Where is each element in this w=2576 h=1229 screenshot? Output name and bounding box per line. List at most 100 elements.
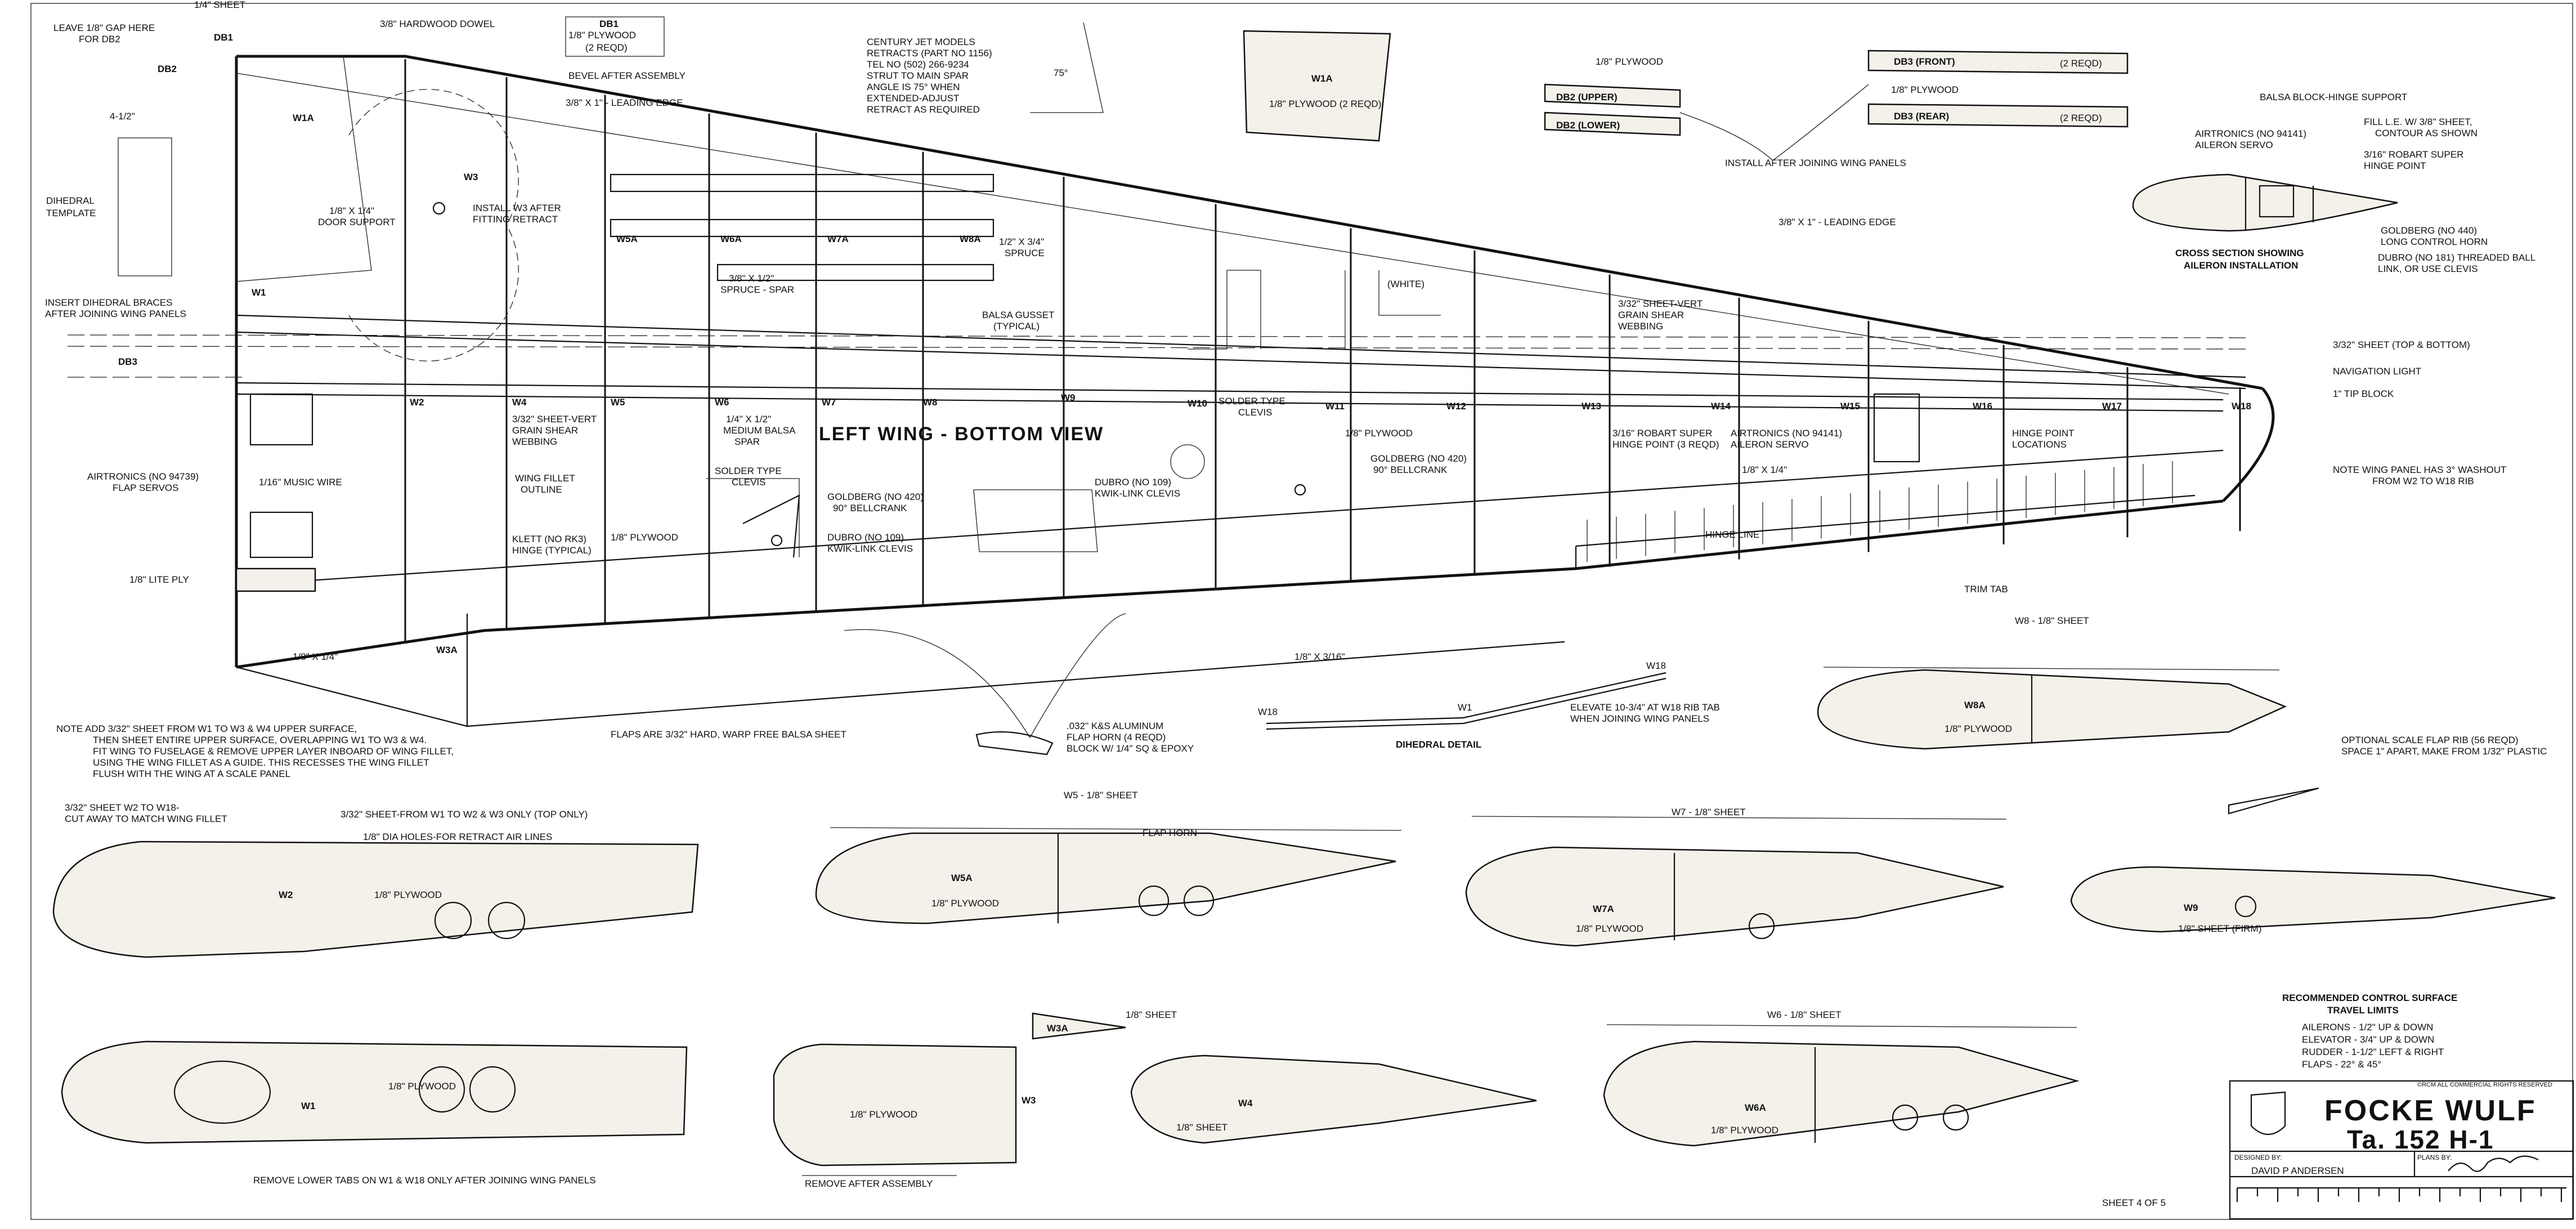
note-w1-remove: REMOVE LOWER TABS ON W1 & W18 ONLY AFTER… [253, 1175, 596, 1186]
note-spruce-spar-2: SPRUCE - SPAR [720, 284, 794, 295]
note-century-3: TEL NO (502) 266-9234 [867, 59, 969, 70]
note-w2-holes: 1/8" DIA HOLES-FOR RETRACT AIR LINES [363, 832, 552, 842]
note-balsa-spar-1: 1/4" X 1/2" [726, 414, 771, 424]
draftsman-signature [2448, 1155, 2539, 1172]
note-line-1: NOTE ADD 3/32" SHEET FROM W1 TO W3 & W4 … [56, 723, 357, 734]
note-xs-robart-1: 3/16" ROBART SUPER [2364, 149, 2463, 160]
plan-subtitle: Ta. 152 H-1 [2347, 1125, 2494, 1154]
rib-label-w5a: W5A [616, 234, 638, 244]
control-limits-heading-1: RECOMMENDED CONTROL SURFACE [2282, 993, 2457, 1003]
rib-label-w8a: W8A [960, 234, 981, 244]
db1-box-qty: (2 REQD) [585, 42, 628, 53]
sheet-number: SHEET 4 OF 5 [2102, 1197, 2166, 1208]
note-washout-2: FROM W2 TO W18 RIB [2372, 476, 2474, 486]
note-music-wire: 1/16" MUSIC WIRE [259, 477, 342, 488]
note-xs-robart-2: HINGE POINT [2364, 160, 2426, 171]
rib-label-w3a: W3A [436, 645, 458, 655]
note-nav-light: NAVIGATION LIGHT [2333, 366, 2421, 377]
rib-label-w11: W11 [1325, 401, 1345, 412]
control-limit-rudder: RUDDER - 1-1/2" LEFT & RIGHT [2302, 1047, 2444, 1057]
db1-box-material: 1/8" PLYWOOD [568, 30, 636, 41]
dihedral-detail: DIHEDRAL DETAIL W18 W18 W1 ELEVATE 10-3/… [1258, 660, 1720, 750]
control-limits-heading-2: TRAVEL LIMITS [2327, 1005, 2399, 1016]
note-robart-1: 3/16" ROBART SUPER [1612, 428, 1712, 439]
rib-w2-material: 1/8" PLYWOOD [374, 890, 442, 900]
note-hinge-points-1: HINGE POINT [2012, 428, 2075, 439]
note-install-w3-1: INSTALL W3 AFTER [473, 203, 561, 213]
part-db3-front: DB3 (FRONT) [1894, 56, 1955, 67]
note-shear-web-inner-3: WEBBING [512, 436, 557, 447]
note-washout-1: NOTE WING PANEL HAS 3° WASHOUT [2333, 464, 2506, 475]
note-kwik-link-2: KWIK-LINK CLEVIS [827, 543, 913, 554]
cross-section-title-1: CROSS SECTION SHOWING [2175, 248, 2304, 258]
note-flap-horn-3: BLOCK W/ 1/4" SQ & EPOXY [1067, 743, 1194, 754]
note-bevel: BEVEL AFTER ASSEMBLY [568, 70, 686, 81]
part-w1a-material: 1/8" PLYWOOD (2 REQD) [1269, 99, 1381, 109]
note-w3-remove: REMOVE AFTER ASSEMBLY [805, 1178, 933, 1189]
note-leading-edge-2: 3/8" X 1" - LEADING EDGE [1778, 217, 1896, 227]
part-db3-material: 1/8" PLYWOOD [1891, 84, 1959, 95]
note-shear-web-inner-1: 3/32" SHEET-VERT [512, 414, 597, 424]
note-kwik-link-1: DUBRO (NO 109) [827, 532, 904, 543]
rib-label-w15: W15 [1840, 401, 1860, 412]
dihedral-w18-left: W18 [1258, 707, 1278, 717]
note-sheet-top-bottom: 3/32" SHEET (TOP & BOTTOM) [2333, 339, 2470, 350]
flap-servo-icon [249, 511, 313, 558]
note-install-w3-2: FITTING RETRACT [473, 214, 558, 225]
rights-notice: ©RCM ALL COMMERCIAL RIGHTS RESERVED [2417, 1081, 2552, 1088]
top-parts: W1A 1/8" PLYWOOD (2 REQD) DB2 (UPPER) DB… [1243, 30, 2129, 168]
control-travel-limits: RECOMMENDED CONTROL SURFACE TRAVEL LIMIT… [2282, 993, 2552, 1088]
note-century-1: CENTURY JET MODELS [867, 37, 975, 47]
note-klett-1: KLETT (NO RK3) [512, 534, 586, 544]
note-xs-ball-link-2: LINK, OR USE CLEVIS [2378, 263, 2478, 274]
designed-by-label: DESIGNED BY: [2234, 1154, 2282, 1161]
rib-label-w10: W10 [1188, 398, 1207, 409]
rib-w8a-label: W8A [1964, 700, 1986, 710]
note-fill-le-1: FILL L.E. W/ 3/8" SHEET, [2364, 117, 2472, 127]
dihedral-title: DIHEDRAL DETAIL [1396, 739, 1481, 750]
rib-w3a-material: 1/8" SHEET [1126, 1009, 1177, 1020]
rib-w8-material: 1/8" PLYWOOD [1945, 723, 2012, 734]
rib-w6-title: W6 - 1/8" SHEET [1767, 1009, 1842, 1020]
note-w2-sheet-3: 3/32" SHEET-FROM W1 TO W2 & W3 ONLY (TOP… [341, 809, 588, 820]
note-w5-flap-horn: FLAP HORN [1143, 828, 1197, 838]
servo-section-icon [2259, 185, 2295, 218]
wing-view-title: LEFT WING - BOTTOM VIEW [819, 423, 1104, 445]
rib-label-w6a: W6A [720, 234, 742, 244]
note-shear-web-2: GRAIN SHEAR [1618, 310, 1684, 320]
rib-label-w3: W3 [464, 172, 478, 182]
note-flap-horn-2: FLAP HORN (4 REQD) [1067, 732, 1166, 743]
note-century-2: RETRACTS (PART NO 1156) [867, 48, 992, 59]
note-plywood-outer: 1/8" PLYWOOD [1345, 428, 1413, 439]
rib-label-w6: W6 [715, 397, 729, 408]
part-db3-rear-qty: (2 REQD) [2060, 113, 2102, 123]
rib-label-w18: W18 [2232, 401, 2251, 412]
part-db2-material: 1/8" PLYWOOD [1596, 56, 1663, 67]
rib-label-w14: W14 [1711, 401, 1731, 412]
note-spruce-spar-1: 3/8" X 1/2" [729, 273, 774, 284]
rib-label-w1a: W1A [293, 113, 314, 123]
rib-label-w13: W13 [1582, 401, 1601, 412]
note-robart-2: HINGE POINT (3 REQD) [1612, 439, 1719, 450]
rib-w9-material: 1/8" SHEET (FIRM) [2178, 923, 2261, 934]
db1-box-title: DB1 [599, 19, 619, 29]
note-kwik-link-outer-2: KWIK-LINK CLEVIS [1095, 488, 1180, 499]
rib-w1-label: W1 [301, 1101, 316, 1111]
rib-w7a-label: W7A [1593, 904, 1614, 914]
dihedral-w1: W1 [1458, 702, 1472, 713]
dim-template-width: 4-1/2" [110, 111, 135, 122]
rib-label-w12: W12 [1446, 401, 1466, 412]
label-db3: DB3 [118, 356, 137, 367]
rib-w6a-label: W6A [1745, 1102, 1766, 1113]
part-db3-front-qty: (2 REQD) [2060, 58, 2102, 69]
control-limit-ailerons: AILERONS - 1/2" UP & DOWN [2302, 1022, 2433, 1033]
note-line-3: FIT WING TO FUSELAGE & REMOVE UPPER LAYE… [93, 746, 454, 757]
note-hinge-points-2: LOCATIONS [2012, 439, 2067, 450]
note-elevate-1: ELEVATE 10-3/4" AT W18 RIB TAB [1570, 702, 1720, 713]
note-century-4: STRUT TO MAIN SPAR [867, 70, 969, 81]
note-lite-ply: 1/8" LITE PLY [129, 574, 189, 585]
rib-w5-material: 1/8" PLYWOOD [931, 898, 999, 909]
note-xs-ball-link-1: DUBRO (NO 181) THREADED BALL [2378, 252, 2535, 263]
note-insert-braces-2: AFTER JOINING WING PANELS [45, 309, 186, 319]
